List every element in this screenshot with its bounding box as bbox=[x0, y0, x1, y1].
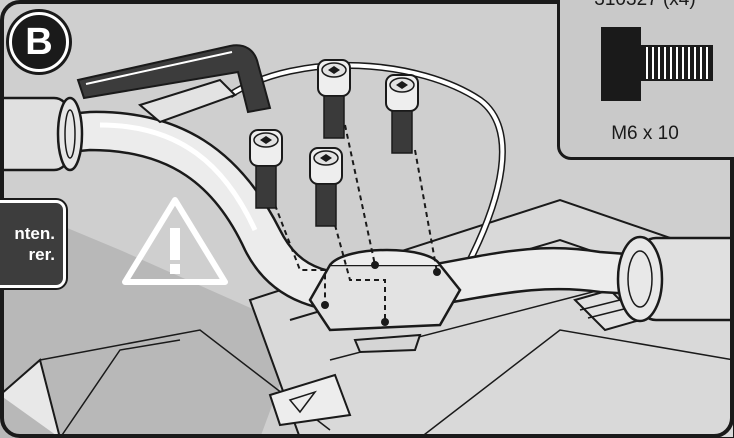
note-line-1: nten. bbox=[14, 223, 55, 244]
right-grip bbox=[618, 237, 734, 321]
part-number: 310327 (x4) bbox=[560, 0, 730, 11]
warning-note: nten. rer. bbox=[0, 200, 66, 288]
screw-icon bbox=[560, 19, 730, 109]
step-badge: B bbox=[9, 12, 69, 72]
note-line-2: rer. bbox=[29, 244, 55, 265]
parts-panel: 310327 (x4) M6 x 10 bbox=[557, 0, 734, 160]
part-size: M6 x 10 bbox=[560, 123, 730, 145]
left-grip bbox=[0, 98, 82, 170]
step-letter: B bbox=[25, 23, 52, 61]
